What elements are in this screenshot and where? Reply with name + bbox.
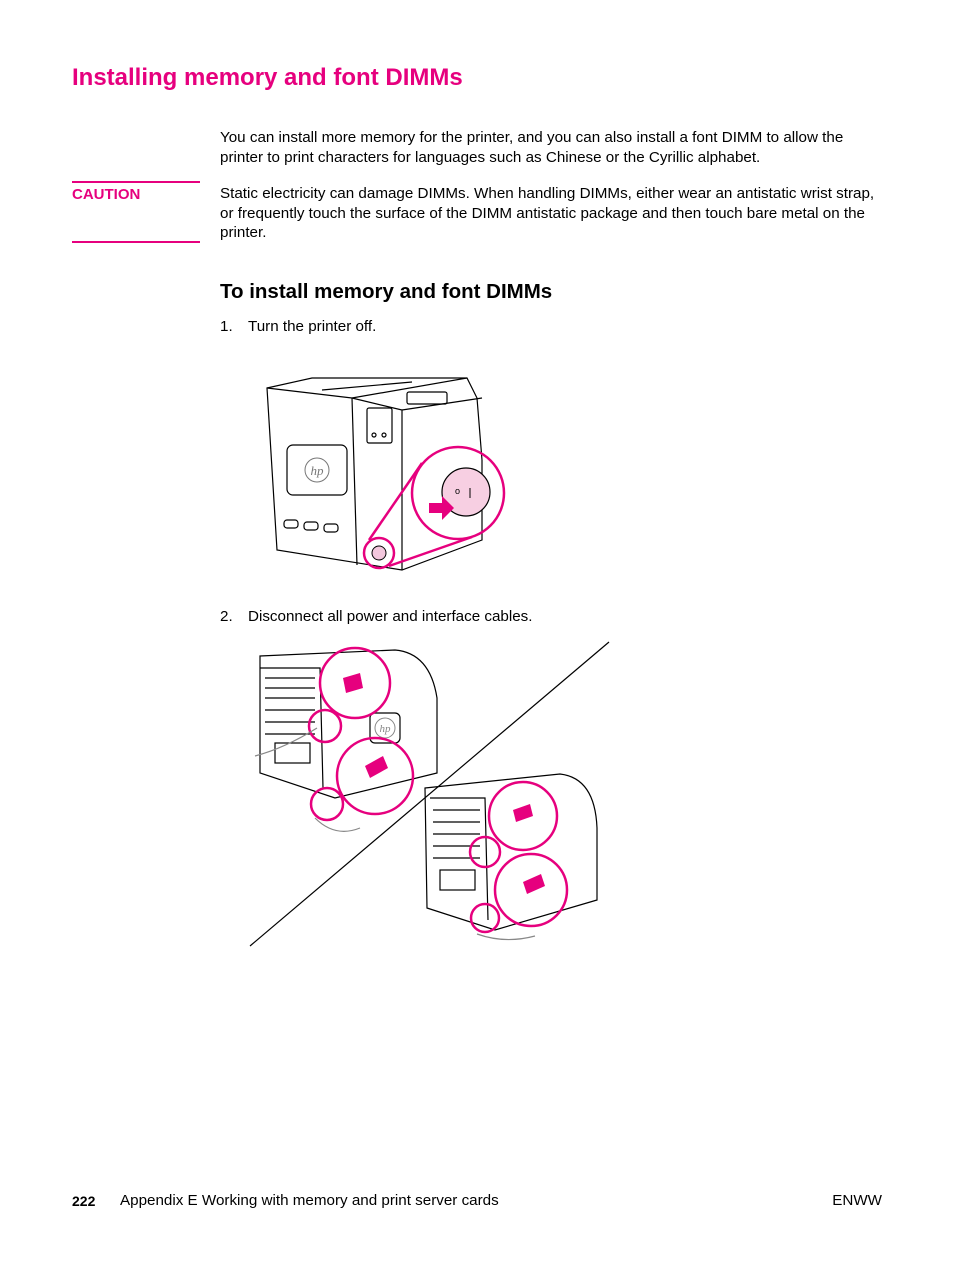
power-switch-callout	[362, 445, 506, 570]
printer-rear-icon	[259, 649, 438, 799]
figure-printer-power-off: hp o	[266, 377, 506, 571]
svg-text:hp: hp	[380, 723, 392, 735]
caution-label: CAUTION	[72, 186, 141, 203]
svg-text:hp: hp	[311, 463, 325, 478]
caution-text: Static electricity can damage DIMMs. Whe…	[220, 185, 875, 241]
section-subheading: To install memory and font DIMMs	[220, 280, 553, 303]
step-2: 2. Disconnect all power and interface cab…	[220, 608, 533, 625]
step-number: 1.	[220, 318, 233, 335]
cable-callouts-left	[307, 646, 415, 822]
svg-text:o: o	[455, 486, 460, 496]
intro-paragraph: You can install more memory for the prin…	[220, 129, 844, 166]
power-switch-icon: o	[371, 467, 491, 561]
step-text: Turn the printer off.	[248, 318, 377, 335]
page-title: Installing memory and font DIMMs	[72, 64, 463, 91]
cable-icon	[476, 933, 536, 941]
printer-rear-icon	[424, 773, 598, 931]
step-number: 2.	[220, 608, 233, 625]
caution-top-rule	[72, 181, 200, 183]
step-1: 1. Turn the printer off.	[220, 318, 376, 335]
footer-section: Appendix E Working with memory and print…	[120, 1192, 499, 1209]
caution-bottom-rule	[72, 241, 200, 243]
arrow-icon	[429, 496, 454, 520]
cable-callouts-right	[468, 780, 569, 934]
power-cord-icon	[343, 673, 388, 778]
printer-front-icon	[266, 377, 483, 571]
hp-logo-icon: hp	[304, 457, 330, 483]
step-text: Disconnect all power and interface cable…	[248, 608, 533, 625]
page-number: 222	[72, 1193, 96, 1209]
figure-disconnect-cables: hp	[249, 641, 610, 947]
hp-logo-icon: hp	[374, 717, 396, 739]
footer-right: ENWW	[832, 1192, 882, 1209]
power-cord-icon	[513, 804, 545, 894]
diagonal-divider	[249, 641, 610, 947]
cable-icon	[254, 727, 361, 832]
